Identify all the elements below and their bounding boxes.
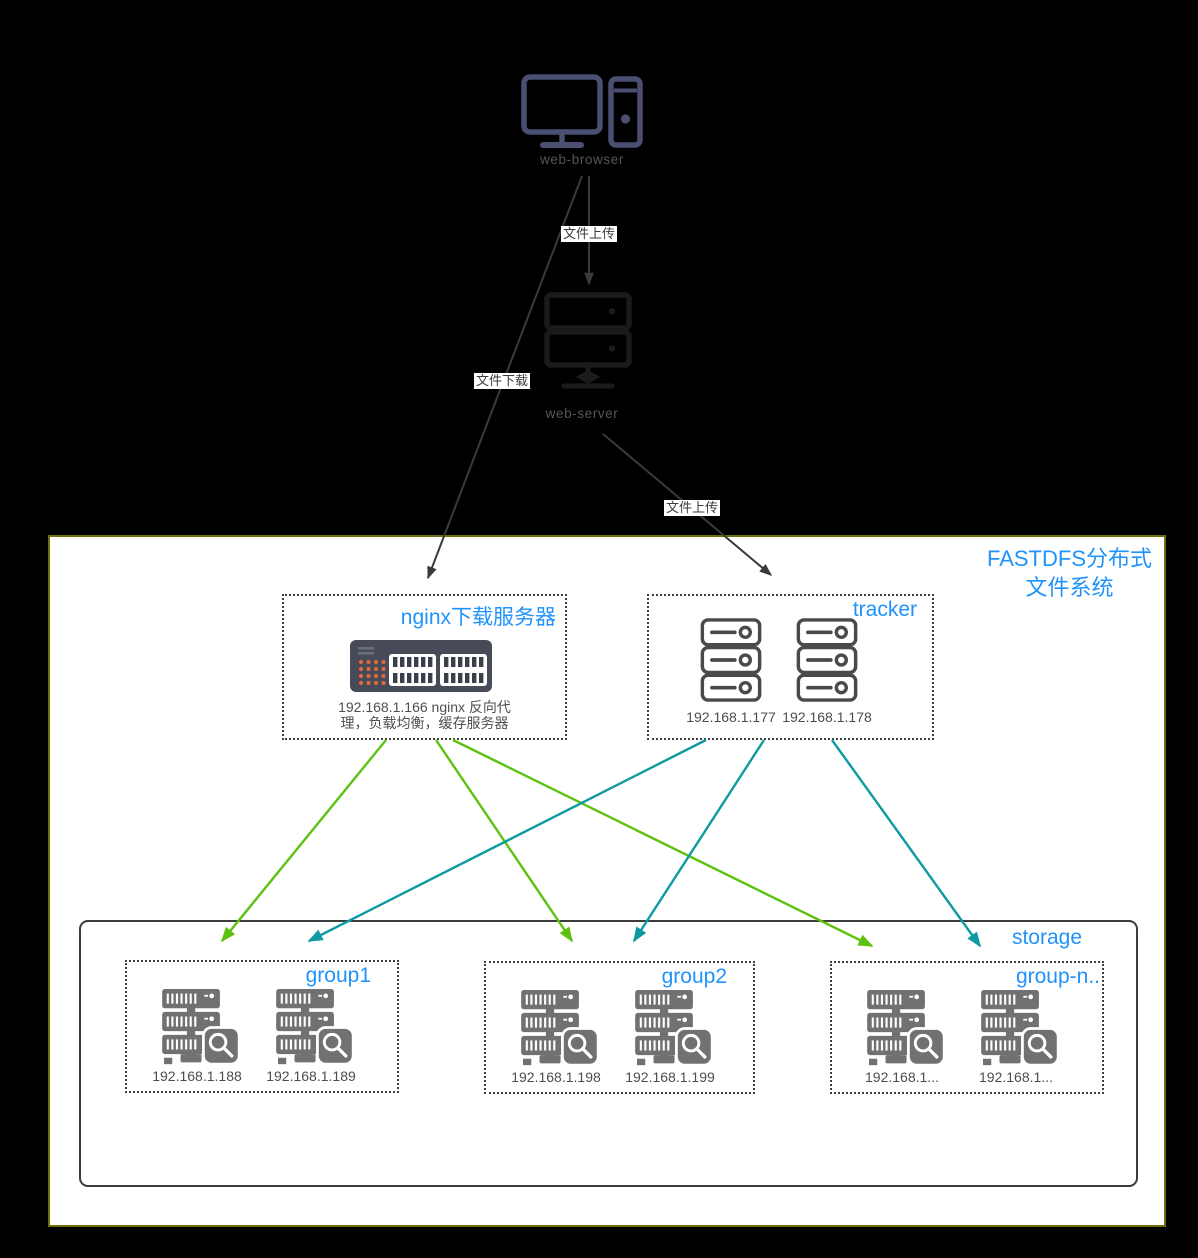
rack-server-icon <box>699 618 763 702</box>
tracker-server-ip: 192.168.1.178 <box>782 709 872 725</box>
storage-server-icon <box>153 989 241 1066</box>
storage-server: 192.168.1.199 <box>616 990 724 1085</box>
rack-server-icon <box>795 618 859 702</box>
edge-label-upload-browser: 文件上传 <box>561 226 618 242</box>
fastdfs-panel-title: FASTDFS分布式 文件系统 <box>987 544 1152 602</box>
storage-server-icon <box>972 990 1060 1067</box>
storage-box: storage group1 192.168.1.188 192.168.1.1… <box>79 920 1138 1187</box>
tracker-server-row: 192.168.1.177 192.168.1.178 <box>683 618 875 725</box>
group2-title: group2 <box>661 965 727 988</box>
group2-server-row: 192.168.1.198 192.168.1.199 <box>502 990 724 1085</box>
storage-title: storage <box>1011 926 1082 949</box>
web-browser-label: web-browser <box>540 152 624 167</box>
storage-server-ip: 192.168.1.189 <box>266 1068 356 1084</box>
storage-server: 192.168.1... <box>848 990 956 1085</box>
storage-server-icon <box>267 989 355 1066</box>
tracker-box: tracker 192.168.1.177 192.168.1.178 <box>647 594 934 740</box>
nginx-box-title: nginx下载服务器 <box>400 606 556 629</box>
tracker-box-title: tracker <box>852 598 917 621</box>
fastdfs-panel: FASTDFS分布式 文件系统 nginx下载服务器 192.168.1.166… <box>48 535 1166 1227</box>
group1-title: group1 <box>305 964 371 987</box>
storage-server-ip: 192.168.1... <box>865 1069 939 1085</box>
nginx-caption: 192.168.1.166 nginx 反向代理，负载均衡，缓存服务器 <box>338 699 511 731</box>
web-server-label: web-server <box>545 406 619 421</box>
fastdfs-title-line2: 文件系统 <box>1025 575 1114 600</box>
storage-server-ip: 192.168.1... <box>979 1069 1053 1085</box>
storage-server-ip: 192.168.1.188 <box>152 1068 242 1084</box>
storage-server: 192.168.1.198 <box>502 990 610 1085</box>
tracker-server-ip: 192.168.1.177 <box>686 709 776 725</box>
storage-server-ip: 192.168.1.198 <box>511 1069 601 1085</box>
group2-box: group2 192.168.1.198 192.168.1.199 <box>484 961 755 1094</box>
web-server-icon <box>542 292 634 392</box>
fastdfs-title-line1: FASTDFS分布式 <box>986 546 1152 571</box>
network-switch-icon <box>350 640 492 692</box>
group1-box: group1 192.168.1.188 192.168.1.189 <box>125 960 399 1093</box>
tracker-server: 192.168.1.177 <box>683 618 779 725</box>
storage-server: 192.168.1... <box>962 990 1070 1085</box>
storage-server-ip: 192.168.1.199 <box>625 1069 715 1085</box>
tracker-server: 192.168.1.178 <box>779 618 875 725</box>
nginx-box: nginx下载服务器 192.168.1.166 nginx 反向代理，负载均衡… <box>282 594 567 740</box>
web-browser-icon <box>521 74 643 152</box>
storage-server: 192.168.1.189 <box>257 989 365 1084</box>
storage-server-icon <box>626 990 714 1067</box>
group1-server-row: 192.168.1.188 192.168.1.189 <box>143 989 365 1084</box>
edge-label-download: 文件下载 <box>474 373 531 389</box>
group-n-box: group-n.. 192.168.1... 192.168.1... <box>830 961 1104 1094</box>
group-n-server-row: 192.168.1... 192.168.1... <box>848 990 1070 1085</box>
storage-server: 192.168.1.188 <box>143 989 251 1084</box>
group-n-title: group-n.. <box>1015 965 1100 988</box>
edge-label-upload-server: 文件上传 <box>664 500 721 516</box>
storage-server-icon <box>858 990 946 1067</box>
storage-server-icon <box>512 990 600 1067</box>
